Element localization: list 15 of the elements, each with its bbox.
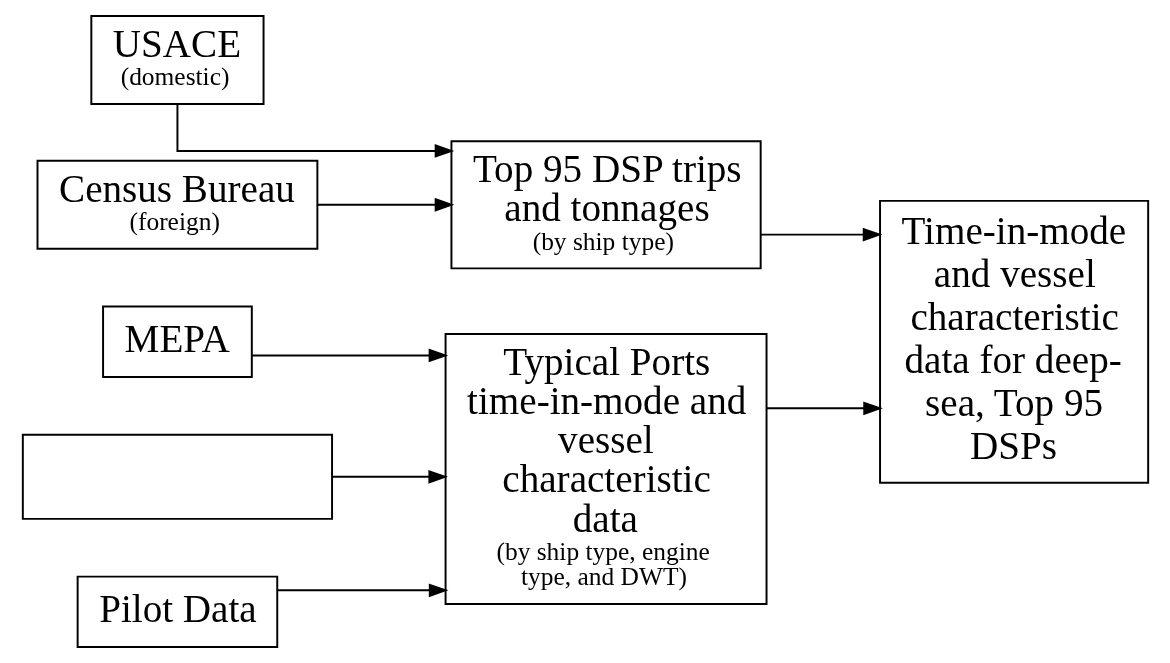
node-box: Typical Ports time-in-mode and vessel characteristic data (by ship type, engine type, and DWT) — [444, 332, 767, 605]
node-box: Pilot Data — [76, 575, 278, 649]
arrow — [275, 583, 448, 598]
arrow — [759, 227, 882, 242]
node-box: USACE (domestic) — [89, 14, 265, 105]
arrow — [330, 469, 448, 484]
arrow — [765, 401, 883, 416]
node-box — [21, 433, 333, 520]
arrow — [316, 197, 454, 212]
node-box: Time-in-mode and vessel characteristic data for deep-sea, Top 95 DSPs — [878, 199, 1149, 484]
node-box: Top 95 DSP trips and tonnages (by ship type) — [449, 140, 762, 270]
node-box: Census Bureau (foreign) — [36, 159, 318, 250]
arrow — [175, 103, 454, 158]
node-box: MEPA — [101, 305, 253, 378]
arrow — [250, 348, 448, 363]
